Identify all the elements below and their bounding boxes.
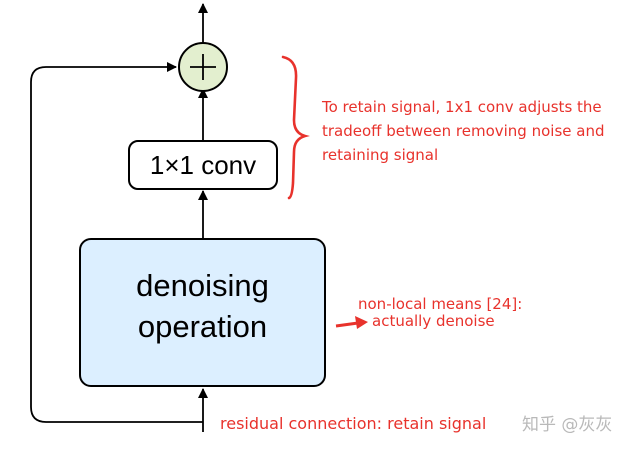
red-pointer-arrow-shaft [335,321,359,328]
denoise-block-label: denoising operation [80,265,325,347]
conv-block [128,140,278,190]
watermark: 知乎 @灰灰 [522,415,613,435]
denoise-label-line2: operation [137,309,268,344]
residual-connection-arrow [30,62,203,423]
residual-annotation: residual connection: retain signal [220,414,487,433]
red-curly-brace [281,55,310,200]
nonlocal-annotation-line2: actually denoise [372,312,495,330]
denoise-block [79,238,326,387]
nonlocal-annotation-line1: non-local means [24]: [358,295,523,313]
denoise-label-line1: denoising [136,268,269,303]
conv-block-label: 1×1 conv [149,149,257,180]
retain-signal-annotation: To retain signal, 1x1 conv adjusts the t… [322,98,605,164]
red-pointer-arrow-head [355,316,368,329]
